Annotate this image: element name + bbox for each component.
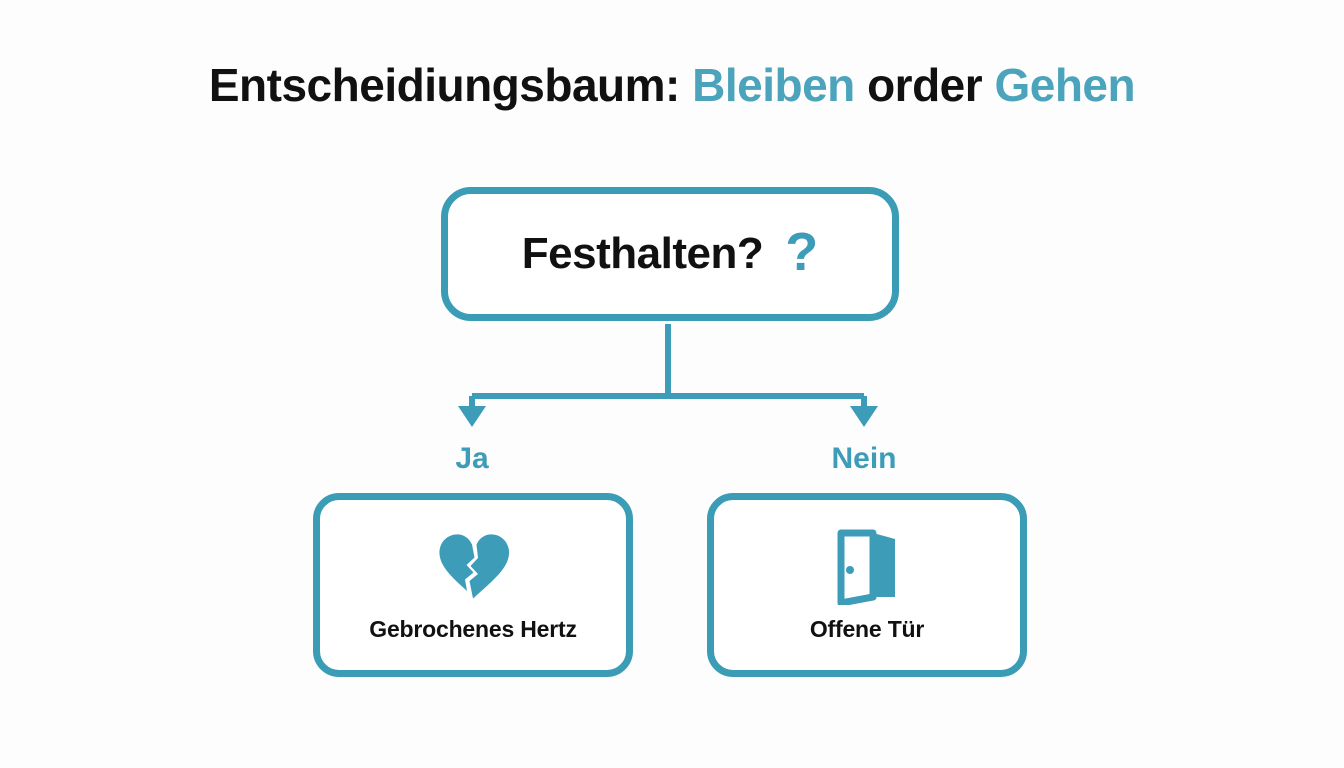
leaf-label-open-door: Offene Tür (809, 615, 925, 642)
title-part-1: Entscheidiungsbaum: (208, 59, 680, 111)
title-part-4: Gehen (994, 59, 1136, 111)
arrow-head-left (458, 406, 486, 427)
title-part-3: order (867, 59, 983, 111)
leaf-label-broken-heart: Gebrochenes Hertz (369, 615, 577, 642)
root-label: Festhalten? (521, 229, 764, 278)
broken-heart-icon (436, 530, 510, 604)
node-leaf-broken-heart[interactable]: Gebrochenes Hertz (313, 493, 633, 677)
page-title: Entscheidiungsbaum: Bleiben order Gehen (0, 58, 1344, 112)
title-part-2: Bleiben (692, 59, 855, 111)
node-leaf-open-door[interactable]: Offene Tür (707, 493, 1027, 677)
arrow-head-right (850, 406, 878, 427)
branch-label-no: Nein (831, 442, 897, 475)
branch-label-yes: Ja (455, 442, 489, 475)
node-root-decision[interactable]: Festhalten? ? (441, 187, 899, 321)
question-mark-icon: ? (785, 222, 819, 282)
open-door-icon (830, 529, 904, 605)
